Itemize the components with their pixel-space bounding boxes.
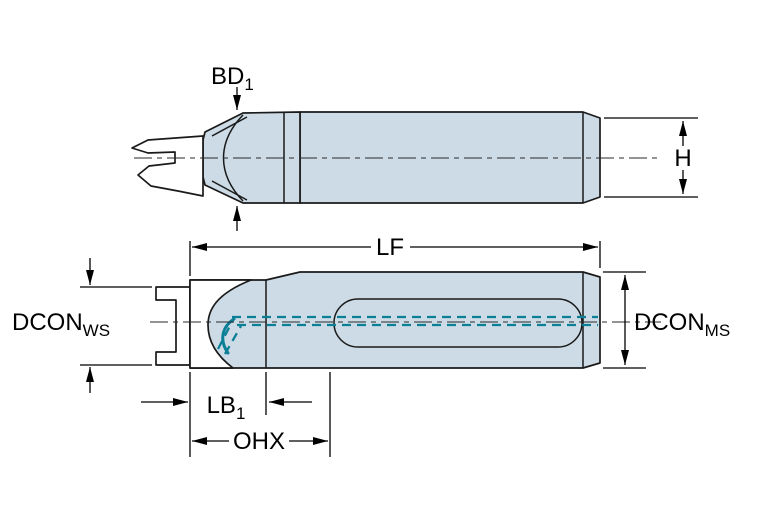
label-lb1: LB1 <box>207 392 246 423</box>
dim-ohx: OHX <box>192 372 331 457</box>
dim-dcon-ws: DCONWS <box>12 258 152 393</box>
label-dcon-ms: DCONMS <box>634 309 730 340</box>
dim-h: H <box>604 117 698 198</box>
bottom-flange <box>155 286 191 366</box>
bottom-body <box>189 271 601 369</box>
coolant-diagonal-upper <box>216 317 236 350</box>
label-dcon-ws: DCONWS <box>12 309 110 340</box>
bottom-view: LF DCONWS DCONMS LB1 <box>12 234 730 457</box>
dim-dcon-ms: DCONMS <box>603 271 730 369</box>
top-view: BD1 H <box>131 63 698 231</box>
label-lf: LF <box>376 234 404 261</box>
label-h: H <box>674 145 691 172</box>
dim-lf: LF <box>189 234 601 276</box>
dim-bd1: BD1 <box>211 63 254 231</box>
dim-lb1: LB1 <box>141 372 312 457</box>
top-head-chamfer-lower <box>211 180 248 201</box>
label-ohx: OHX <box>233 428 285 455</box>
top-head-chamfer-upper <box>211 116 248 137</box>
label-bd1: BD1 <box>211 63 254 94</box>
top-insert-tip <box>131 135 204 197</box>
bottom-slot <box>333 298 583 348</box>
coolant-diagonal-lower <box>224 325 242 355</box>
coolant-exit-curve <box>221 317 236 355</box>
bottom-head-relief <box>189 279 252 369</box>
